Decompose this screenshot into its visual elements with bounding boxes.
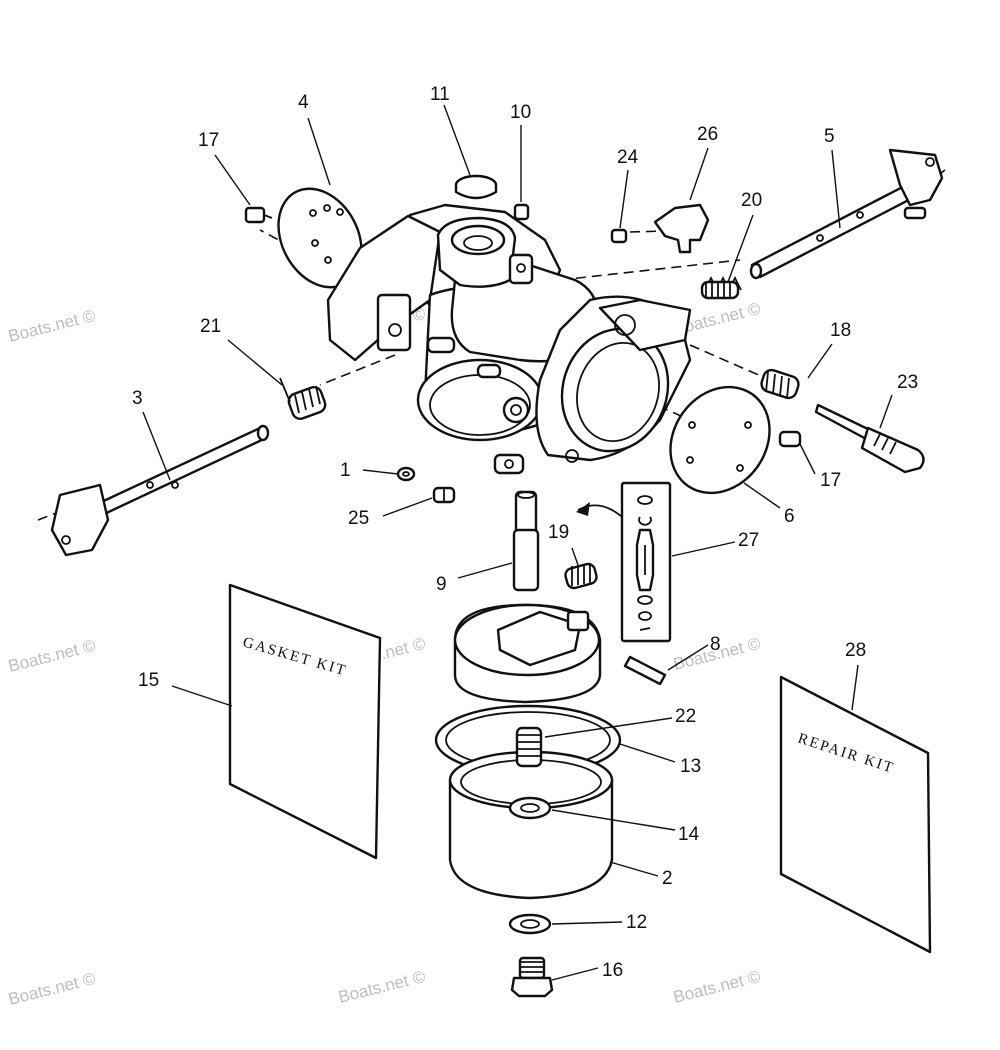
cover-plate-left (277, 187, 363, 289)
spring-left (279, 377, 327, 420)
watermark: Boats.net © (671, 967, 762, 1007)
callout-14: 14 (678, 824, 700, 845)
spring-right (760, 368, 800, 400)
callout-4: 4 (298, 92, 309, 113)
callouts: 4 17 11 10 24 26 5 20 21 3 18 23 1 25 6 … (132, 84, 918, 981)
leader-lines (142, 104, 893, 981)
choke-shaft-left (50, 424, 270, 557)
spring-upper-right (700, 275, 742, 300)
screw-left (244, 206, 273, 224)
watermark: Boats.net © (336, 967, 427, 1007)
mixture-needle (814, 403, 925, 474)
callout-3: 3 (132, 388, 143, 409)
callout-20: 20 (741, 190, 762, 211)
arrow-head (576, 502, 590, 516)
watermark: Boats.net © (6, 636, 97, 676)
callout-11: 11 (430, 84, 450, 105)
callout-26: 26 (697, 124, 718, 145)
carburetor-body (326, 203, 692, 475)
callout-19: 19 (548, 522, 569, 543)
screw-right (778, 430, 802, 448)
throttle-shaft-right (749, 148, 944, 280)
callout-28: 28 (845, 640, 866, 661)
repair-kit-card: REPAIR KIT (779, 675, 932, 954)
callout-13: 13 (680, 756, 701, 777)
callout-17: 17 (198, 130, 219, 151)
callout-16: 16 (602, 960, 623, 981)
callout-15: 15 (138, 670, 159, 691)
watermark: Boats.net © (6, 306, 97, 346)
bowl-spring (515, 726, 543, 768)
callout-6: 6 (784, 506, 795, 527)
callout-17: 17 (820, 470, 841, 491)
cap (454, 174, 498, 200)
elbow-fitting (653, 203, 710, 254)
float-pin (623, 655, 667, 686)
callout-2: 2 (662, 868, 673, 889)
callout-5: 5 (824, 126, 835, 147)
callout-10: 10 (510, 102, 531, 123)
callout-25: 25 (348, 508, 369, 529)
callout-18: 18 (830, 320, 851, 341)
callout-24: 24 (617, 147, 639, 168)
callout-22: 22 (675, 706, 696, 727)
washer (508, 913, 552, 935)
cover-plate-right (669, 385, 771, 495)
small-plug (513, 203, 530, 221)
callout-21: 21 (200, 316, 221, 337)
gasket-kit-card: GASKET KIT (228, 583, 382, 860)
needle-seat-kit (620, 481, 672, 643)
nozzle-tube (512, 490, 540, 592)
lock-washer (396, 466, 416, 482)
watermark: Boats.net © (6, 969, 97, 1009)
float-bowl (448, 750, 614, 900)
callout-27: 27 (738, 530, 759, 551)
callout-9: 9 (436, 574, 447, 595)
spring-small (564, 562, 598, 590)
callout-1: 1 (340, 460, 351, 481)
callout-12: 12 (626, 912, 647, 933)
screw-lower (432, 486, 456, 504)
callout-23: 23 (897, 372, 918, 393)
bowl-washer (508, 796, 552, 820)
drain-screw (510, 956, 554, 998)
callout-8: 8 (710, 634, 721, 655)
float (453, 603, 602, 704)
small-pin (610, 228, 628, 244)
